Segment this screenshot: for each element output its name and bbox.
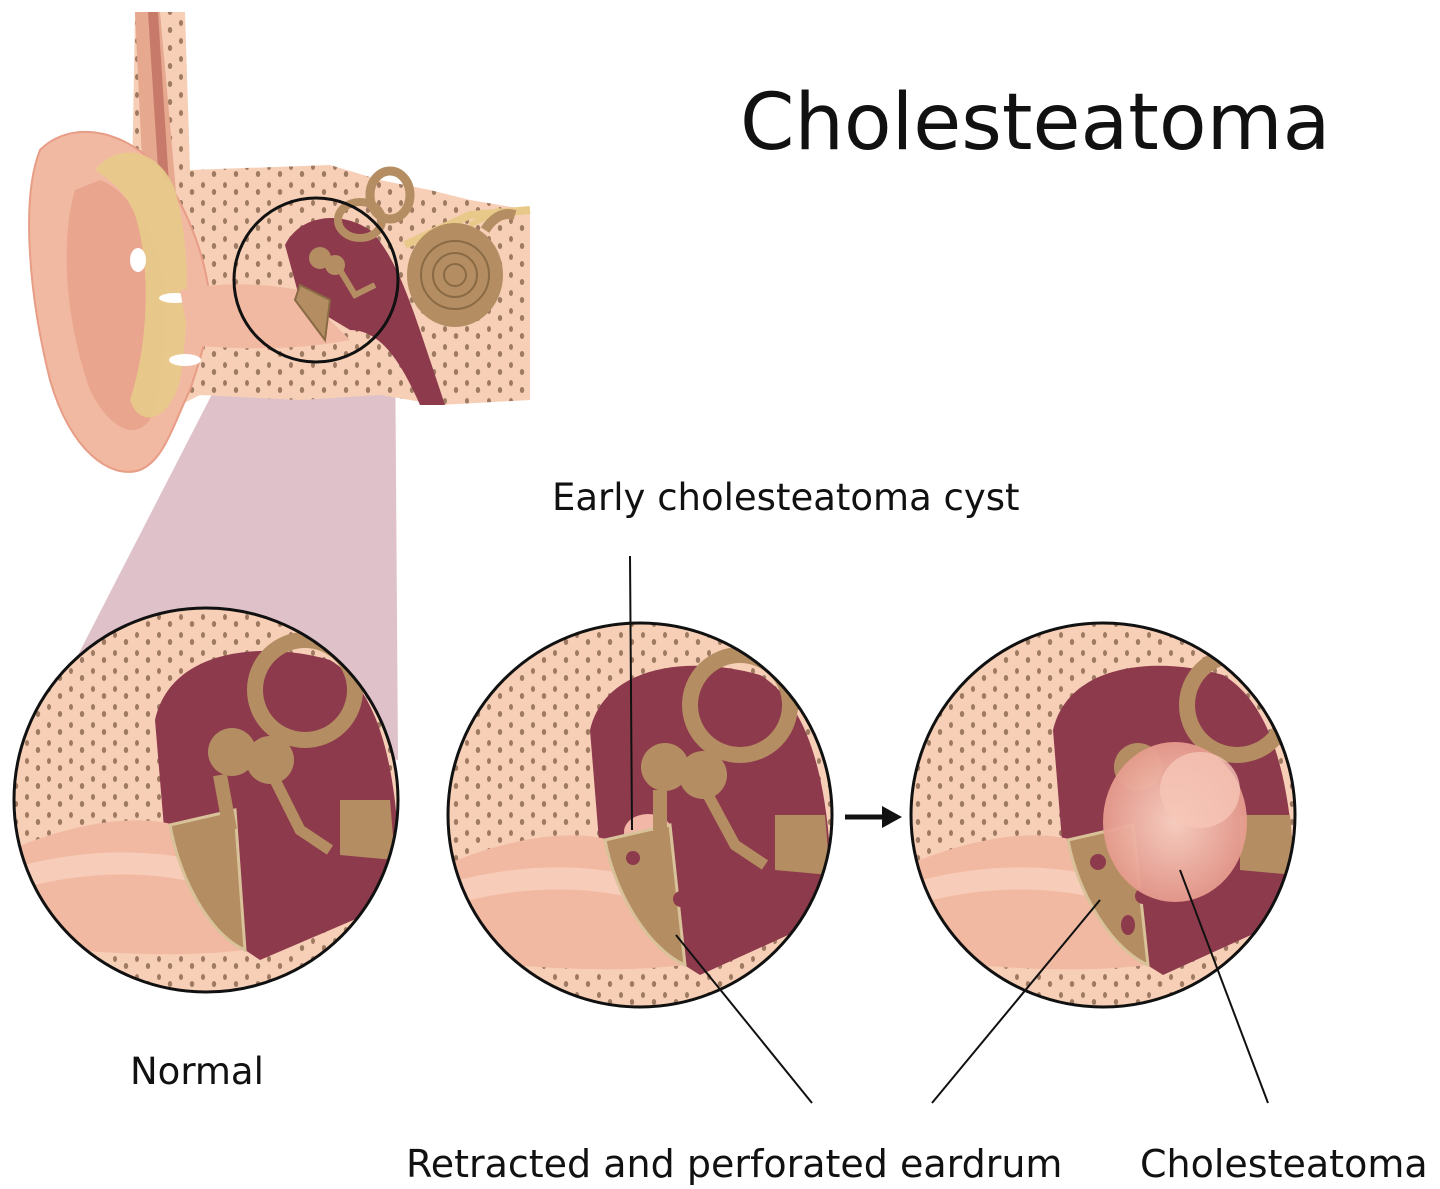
cholesteatoma-closeup — [908, 620, 1308, 1020]
label-cholesteatoma: Cholesteatoma — [1140, 1142, 1428, 1186]
page-title: Cholesteatoma — [740, 78, 1330, 168]
label-retracted-eardrum: Retracted and perforated eardrum — [406, 1142, 1062, 1186]
label-early-cyst: Early cholesteatoma cyst — [552, 476, 1020, 519]
progression-arrow — [845, 806, 902, 828]
early-cyst-closeup — [445, 620, 845, 1020]
label-normal: Normal — [130, 1050, 264, 1093]
